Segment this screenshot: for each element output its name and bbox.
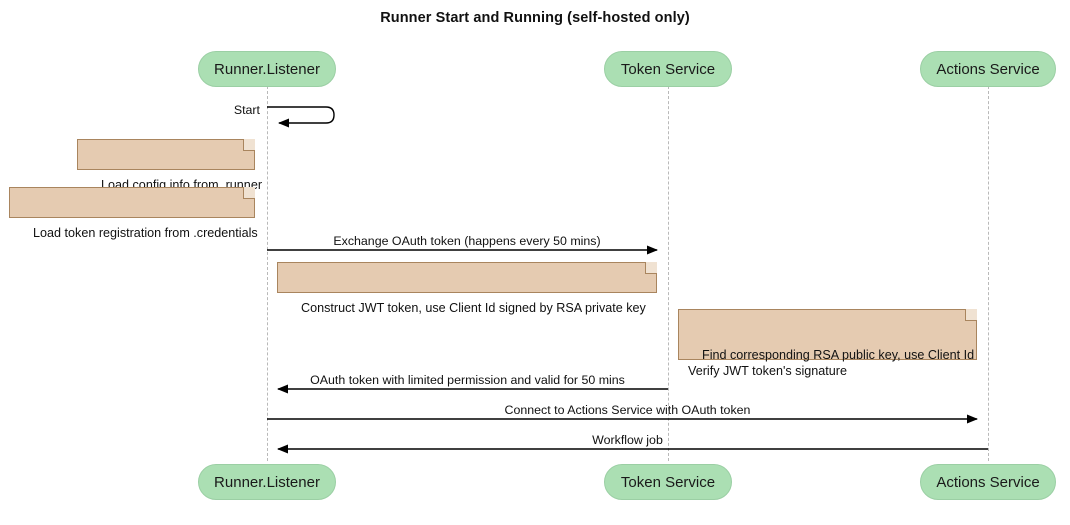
participant-label: Actions Service <box>936 60 1040 78</box>
note-fold-corner-icon <box>243 139 255 151</box>
lifeline-actions-service <box>988 86 989 461</box>
participant-token-service-top[interactable]: Token Service <box>604 51 732 87</box>
message-label-exchange-oauth-token: Exchange OAuth token (happens every 50 m… <box>333 234 601 248</box>
message-label-workflow-job: Workflow job <box>592 433 663 447</box>
participant-label: Runner.Listener <box>214 473 320 491</box>
note-fold-corner-icon <box>645 262 657 274</box>
note-verify-jwt-signature: Find corresponding RSA public key, use C… <box>678 309 977 378</box>
message-label-oauth-token-response: OAuth token with limited permission and … <box>310 373 625 387</box>
note-load-token-registration: Load token registration from .credential… <box>9 187 258 240</box>
participant-label: Token Service <box>620 60 716 78</box>
note-text: Find corresponding RSA public key, use C… <box>688 348 975 378</box>
note-load-config-info: Load config info from .runner <box>77 139 262 192</box>
note-fold-corner-icon <box>243 187 255 199</box>
participant-runner-listener-bottom[interactable]: Runner.Listener <box>198 464 336 500</box>
participant-runner-listener-top[interactable]: Runner.Listener <box>198 51 336 87</box>
diagram-title: Runner Start and Running (self-hosted on… <box>380 10 690 26</box>
note-text: Construct JWT token, use Client Id signe… <box>301 301 646 315</box>
participant-label: Token Service <box>620 473 716 491</box>
participant-actions-service-bottom[interactable]: Actions Service <box>920 464 1056 500</box>
participant-token-service-bottom[interactable]: Token Service <box>604 464 732 500</box>
note-construct-jwt-token: Construct JWT token, use Client Id signe… <box>277 262 657 315</box>
note-fold-corner-icon <box>965 309 977 321</box>
lifeline-token-service <box>668 86 669 461</box>
message-label-connect-to-actions-service: Connect to Actions Service with OAuth to… <box>504 403 751 417</box>
participant-label: Actions Service <box>936 473 1040 491</box>
participant-actions-service-top[interactable]: Actions Service <box>920 51 1056 87</box>
lifeline-runner <box>267 86 268 461</box>
message-label-start: Start <box>233 103 260 117</box>
participant-label: Runner.Listener <box>214 60 320 78</box>
note-text: Load token registration from .credential… <box>33 226 258 240</box>
self-message-start-path <box>267 106 335 128</box>
